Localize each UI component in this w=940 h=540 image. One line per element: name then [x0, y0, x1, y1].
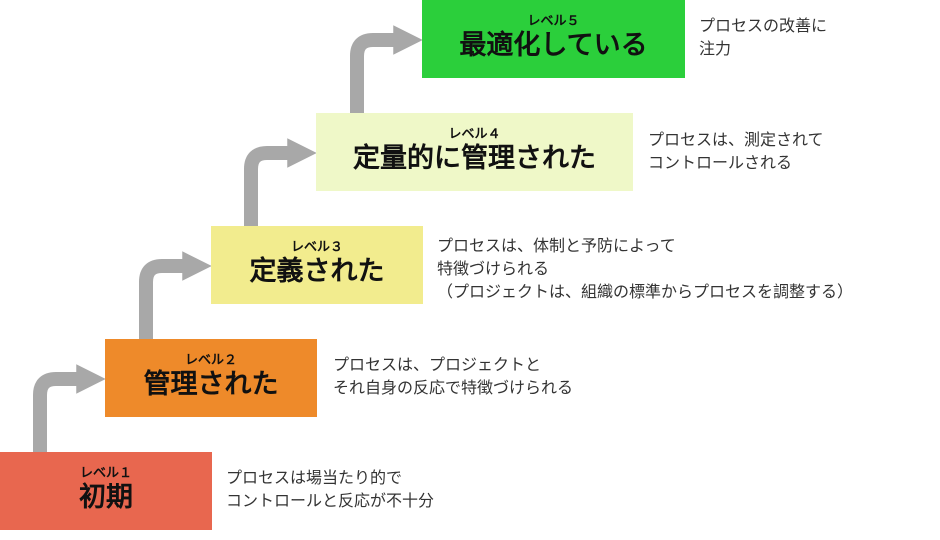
level-2-box: レベル２ 管理された — [105, 339, 317, 417]
level-2-description: プロセスは、プロジェクトと それ自身の反応で特徴づけられる — [333, 353, 573, 399]
level-1-description: プロセスは場当たり的で コントロールと反応が不十分 — [226, 466, 434, 512]
level-2-description-line: プロセスは、プロジェクトと — [333, 355, 542, 374]
level-3-description-line: 特徴づけられる — [437, 259, 550, 278]
level-4-description-line: コントロールされる — [648, 153, 793, 172]
level-1-number: レベル１ — [79, 466, 132, 482]
level-2-description-line: それ自身の反応で特徴づけられる — [333, 378, 574, 397]
level-5-description: プロセスの改善に 注力 — [699, 14, 827, 60]
level-3-description-line: プロセスは、体制と予防によって — [437, 236, 676, 255]
level-2-number: レベル２ — [184, 353, 237, 369]
level-3-name: 定義された — [249, 256, 385, 288]
level-2-name: 管理された — [143, 369, 279, 401]
level-3-number: レベル３ — [290, 240, 343, 256]
level-3-description: プロセスは、体制と予防によって 特徴づけられる （プロジェクトは、組織の標準から… — [437, 234, 853, 303]
level-4-box: レベル４ 定量的に管理された — [316, 113, 633, 191]
level-3-description-line: （プロジェクトは、組織の標準からプロセスを調整する） — [437, 282, 854, 301]
level-5-box: レベル５ 最適化している — [422, 0, 685, 78]
level-5-name: 最適化している — [459, 30, 648, 62]
level-5-description-line: プロセスの改善に — [699, 16, 828, 35]
level-3-box: レベル３ 定義された — [211, 226, 423, 304]
level-4-description-line: プロセスは、測定されて — [648, 130, 824, 149]
level-5-number: レベル５ — [527, 14, 580, 30]
arrow-level2-to-level3 — [139, 251, 212, 339]
level-1-description-line: プロセスは場当たり的で — [226, 468, 403, 487]
level-4-name: 定量的に管理された — [353, 143, 596, 175]
arrow-level1-to-level2 — [33, 364, 106, 452]
level-4-description: プロセスは、測定されて コントロールされる — [648, 128, 824, 174]
level-4-number: レベル４ — [448, 127, 501, 143]
arrow-level4-to-level5 — [350, 25, 423, 113]
arrow-level3-to-level4 — [244, 138, 317, 226]
level-1-description-line: コントロールと反応が不十分 — [226, 491, 435, 510]
level-5-description-line: 注力 — [699, 39, 732, 58]
level-1-name: 初期 — [79, 482, 133, 514]
level-1-box: レベル１ 初期 — [0, 452, 212, 530]
